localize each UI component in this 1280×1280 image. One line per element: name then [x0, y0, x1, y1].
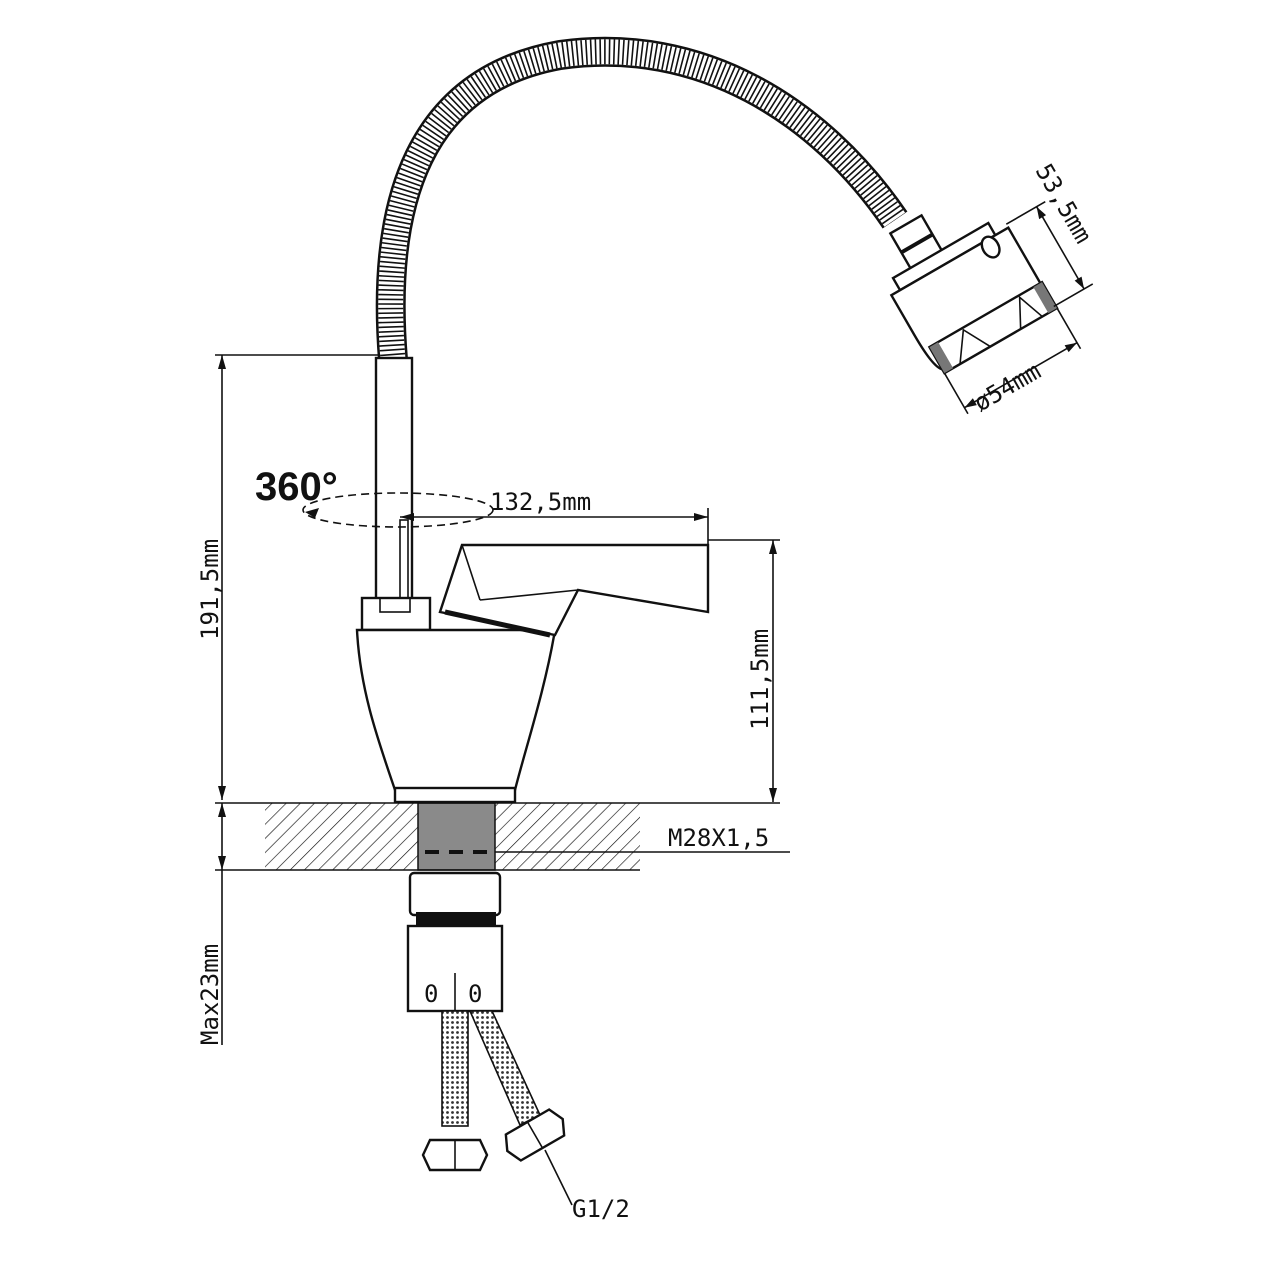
- max-counter-label: Max23mm: [196, 944, 224, 1045]
- handle-detail: [461, 544, 579, 601]
- spout-height-label: 111,5mm: [746, 629, 774, 730]
- swivel-collar: [360, 596, 432, 632]
- rotation-label: 360°: [255, 465, 338, 509]
- hose-right: [468, 1010, 542, 1127]
- lock-nut: [408, 871, 502, 917]
- washer: [416, 912, 496, 926]
- handle-ring: [444, 609, 551, 638]
- nut-right: [504, 1108, 566, 1162]
- collar-detail: [379, 597, 411, 613]
- spray-head: [888, 201, 1094, 415]
- flexible-hose: [375, 36, 908, 362]
- reach-label: 132,5mm: [490, 488, 591, 516]
- hose-mark-left: 0: [424, 980, 438, 1008]
- rotation-arrow-icon: [305, 508, 319, 518]
- total-height-label: 191,5mm: [196, 539, 224, 640]
- base-plate: [393, 786, 517, 804]
- hose-left: [441, 1010, 469, 1127]
- spout-tube: [374, 356, 414, 602]
- head-length-label: 53,5mm: [1030, 159, 1098, 248]
- rotation-arc: [302, 492, 494, 528]
- thread-label: M28X1,5: [668, 824, 769, 852]
- hose-mark-right: 0: [468, 980, 482, 1008]
- mounting-thread: [417, 802, 496, 871]
- faucet-body: [355, 628, 557, 792]
- head-diameter-label: ø54mm: [969, 357, 1046, 417]
- connector-label: G1/2: [572, 1195, 630, 1223]
